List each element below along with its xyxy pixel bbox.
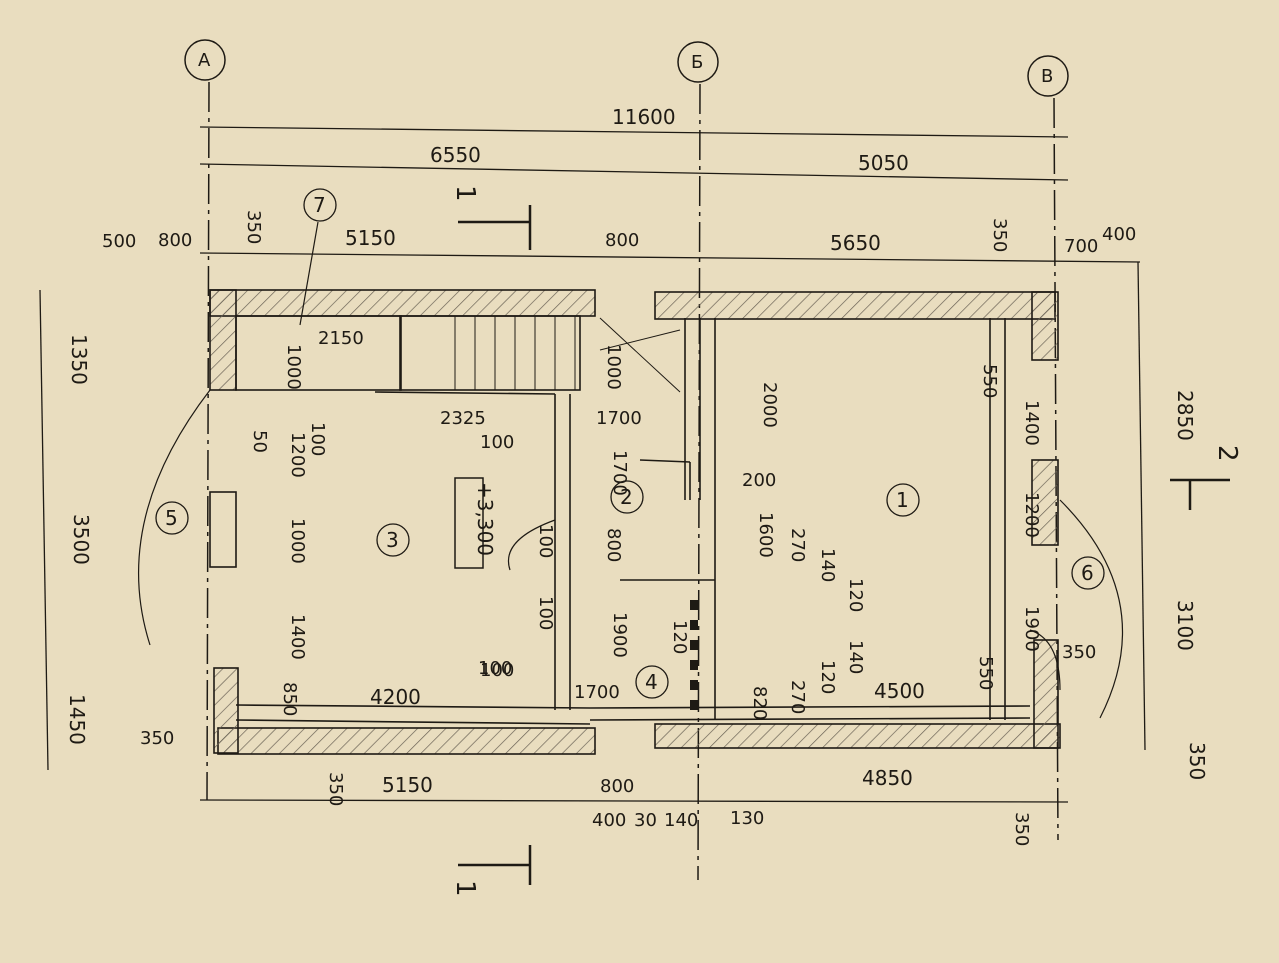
stairs <box>454 316 681 393</box>
dim-100-e: 100 <box>478 658 512 679</box>
dim-top-800: 800 <box>158 230 192 251</box>
dim-140-a: 140 <box>817 548 838 582</box>
interior-walls <box>235 315 1031 725</box>
dim-top-700: 700 <box>1064 236 1098 257</box>
dim-270-a: 270 <box>787 528 808 562</box>
dim-100-b: 100 <box>307 422 328 456</box>
dim-1000-left: 1000 <box>287 518 308 564</box>
dim-550-b: 550 <box>975 656 996 690</box>
dim-bottom-130: 130 <box>730 808 764 829</box>
dim-a-b: 6550 <box>430 143 481 167</box>
dim-bottom-5150: 5150 <box>382 773 433 797</box>
dim-right-2850: 2850 <box>1173 390 1197 441</box>
dim-1600: 1600 <box>755 512 776 558</box>
dim-bottom-350b: 350 <box>1011 812 1032 846</box>
door-swings <box>137 389 1124 719</box>
dim-1000-b: 1000 <box>603 344 624 390</box>
dim-bottom-800: 800 <box>600 776 634 797</box>
dim-100-f: 100 <box>480 660 514 681</box>
dim-350-right-in: 350 <box>1062 642 1096 663</box>
section-1-top-label: 1 <box>450 185 480 202</box>
dim-1400-left: 1400 <box>287 614 308 660</box>
section-cut-1 <box>458 205 532 885</box>
level-mark-box <box>454 477 484 569</box>
dim-800-mid: 800 <box>603 528 624 562</box>
dim-820: 820 <box>749 686 770 720</box>
dim-top-350: 350 <box>243 210 264 244</box>
room-3-label: 3 <box>386 528 399 552</box>
level-mark: +3,300 <box>473 482 497 556</box>
dim-2150: 2150 <box>318 328 364 349</box>
section-1-bottom-label: 1 <box>450 880 480 897</box>
dim-50: 50 <box>249 430 270 453</box>
dim-550-a: 550 <box>979 364 1000 398</box>
dim-right-350: 350 <box>1185 742 1209 780</box>
dim-left-1450: 1450 <box>65 694 89 745</box>
room-7-leader <box>299 221 319 326</box>
dim-bottom-400: 400 <box>592 810 626 831</box>
dim-bottom-140: 140 <box>664 810 698 831</box>
room-4-label: 4 <box>645 670 658 694</box>
overall-dim-lines <box>39 126 1146 803</box>
dim-bottom-4850: 4850 <box>862 766 913 790</box>
dim-270-b: 270 <box>787 680 808 714</box>
dim-120-a: 120 <box>845 578 866 612</box>
dim-1900-right: 1900 <box>1021 606 1042 652</box>
axis-b-label: Б <box>691 52 703 73</box>
dim-140-b: 140 <box>845 640 866 674</box>
room-7-label: 7 <box>313 193 326 217</box>
vent-channels <box>690 600 698 710</box>
dim-b-c: 5050 <box>858 151 909 175</box>
dim-top-350b: 350 <box>989 218 1010 252</box>
dim-1900-mid: 1900 <box>609 612 630 658</box>
dim-top-400: 400 <box>1102 224 1136 245</box>
dim-1700-b: 1700 <box>609 450 630 496</box>
dim-left-3500: 3500 <box>69 514 93 565</box>
dim-bottom-30: 30 <box>634 810 657 831</box>
dim-1000-a: 1000 <box>283 344 304 390</box>
section-cut-2 <box>1170 478 1230 510</box>
dim-total: 11600 <box>612 105 676 129</box>
dim-100-a: 100 <box>480 432 514 453</box>
section-2-label: 2 <box>1212 445 1242 462</box>
dim-2325: 2325 <box>440 408 486 429</box>
dim-1400-right: 1400 <box>1021 400 1042 446</box>
dim-left-1350: 1350 <box>67 334 91 385</box>
room-6-label: 6 <box>1081 561 1094 585</box>
dim-200: 200 <box>742 470 776 491</box>
dim-850: 850 <box>279 682 300 716</box>
room-2-label: 2 <box>620 485 633 509</box>
dim-1200-left: 1200 <box>287 432 308 478</box>
dim-4200: 4200 <box>370 685 421 709</box>
axis-c-label: В <box>1041 66 1053 87</box>
dim-2000: 2000 <box>759 382 780 428</box>
dim-top-5650: 5650 <box>830 231 881 255</box>
dim-1700-c: 1700 <box>574 682 620 703</box>
dim-right-3100: 3100 <box>1173 600 1197 651</box>
dim-top-800b: 800 <box>605 230 639 251</box>
dim-top-500: 500 <box>102 231 136 252</box>
dim-top-5150: 5150 <box>345 226 396 250</box>
dim-100-d: 100 <box>535 596 556 630</box>
exterior-walls <box>209 289 1061 755</box>
dim-bottom-350: 350 <box>325 772 346 806</box>
dim-120-b: 120 <box>817 660 838 694</box>
dim-120-c: 120 <box>669 620 690 654</box>
room-1-label: 1 <box>896 488 909 512</box>
dim-1200-right: 1200 <box>1021 492 1042 538</box>
dim-4500: 4500 <box>874 679 925 703</box>
axis-a-label: А <box>198 50 211 71</box>
dim-1700-a: 1700 <box>596 408 642 429</box>
room-5-label: 5 <box>165 506 178 530</box>
dim-100-c: 100 <box>535 524 556 558</box>
room-circles <box>155 188 1105 699</box>
dim-350-left-in: 350 <box>140 728 174 749</box>
